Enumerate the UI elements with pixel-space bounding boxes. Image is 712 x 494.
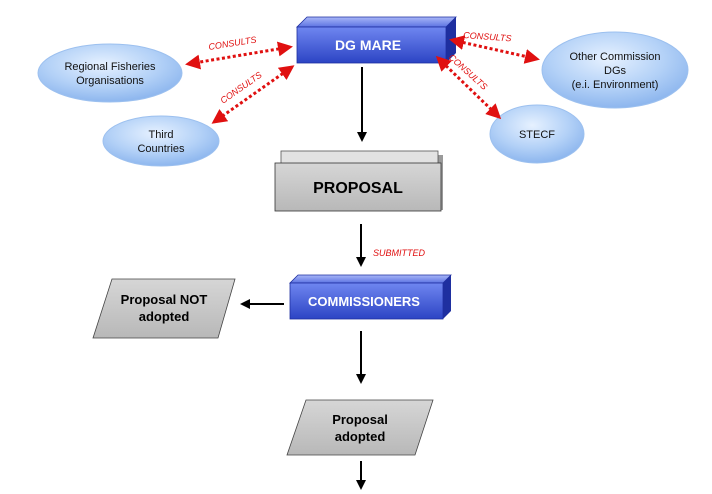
other-dgs-label-1: Other Commission bbox=[569, 51, 660, 63]
other-dgs-label-2: DGs bbox=[604, 65, 627, 77]
not-adopted-label-2: adopted bbox=[139, 309, 190, 324]
consults-label-third: CONSULTS bbox=[218, 70, 263, 106]
adopted-label-2: adopted bbox=[335, 429, 386, 444]
regional-fisheries-label-1: Regional Fisheries bbox=[64, 61, 156, 73]
regional-fisheries-label-2: Organisations bbox=[76, 75, 144, 87]
commissioners-label: COMMISSIONERS bbox=[308, 294, 420, 309]
consults-arrow-other-dgs bbox=[449, 35, 540, 64]
regional-fisheries-node: Regional Fisheries Organisations bbox=[37, 43, 183, 103]
other-commission-dgs-node: Other Commission DGs (e.i. Environment) bbox=[541, 31, 689, 109]
not-adopted-label-1: Proposal NOT bbox=[121, 292, 208, 307]
commissioners-box: COMMISSIONERS bbox=[289, 274, 452, 320]
proposal-box: PROPOSAL bbox=[274, 150, 443, 212]
third-countries-label-2: Countries bbox=[137, 143, 185, 155]
consults-label-other-dgs: CONSULTS bbox=[463, 30, 512, 43]
proposal-label: PROPOSAL bbox=[313, 180, 403, 197]
adopted-label-1: Proposal bbox=[332, 412, 388, 427]
proposal-not-adopted-node: Proposal NOT adopted bbox=[92, 278, 236, 339]
consults-connectors bbox=[185, 35, 540, 124]
proposal-adopted-node: Proposal adopted bbox=[286, 399, 434, 456]
consults-label-regional: CONSULTS bbox=[208, 35, 257, 52]
third-countries-label-1: Third bbox=[148, 129, 173, 141]
submitted-label: SUBMITTED bbox=[373, 248, 426, 258]
other-dgs-label-3: (e.i. Environment) bbox=[572, 79, 659, 91]
dg-mare-label: DG MARE bbox=[335, 37, 401, 53]
consults-arrow-regional bbox=[185, 41, 293, 70]
dg-mare-box: DG MARE bbox=[296, 16, 457, 64]
stecf-label: STECF bbox=[519, 129, 555, 141]
consults-arrow-third bbox=[211, 65, 295, 124]
third-countries-node: Third Countries bbox=[102, 115, 220, 167]
stecf-node: STECF bbox=[489, 104, 585, 164]
